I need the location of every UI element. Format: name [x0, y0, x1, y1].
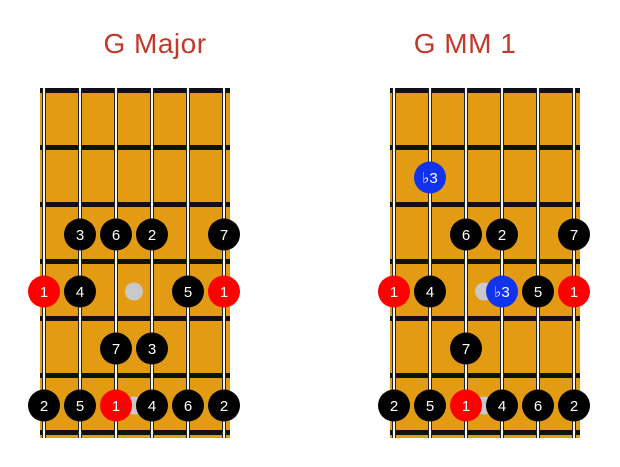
fret-line	[390, 145, 580, 150]
note-dot-black	[558, 218, 590, 251]
fret-line	[390, 202, 580, 207]
note-dot-black	[136, 218, 168, 251]
note-label: ♭3	[494, 284, 509, 301]
note-label: 1	[220, 284, 228, 301]
note-label: 5	[426, 398, 434, 415]
note-label: 2	[40, 398, 48, 415]
note-label: 1	[40, 284, 48, 301]
note-label: 2	[220, 398, 228, 415]
fret-line	[40, 259, 230, 264]
note-dot-black	[378, 389, 410, 422]
note-dot-black	[414, 275, 446, 308]
fret-line	[390, 430, 580, 435]
note-label: ♭3	[422, 170, 437, 187]
string-line	[43, 88, 45, 438]
note-label: 1	[462, 398, 470, 415]
note-label: 2	[390, 398, 398, 415]
note-label: 1	[390, 284, 398, 301]
string-line	[79, 88, 81, 438]
string-line	[429, 88, 431, 438]
note-dot-black	[100, 332, 132, 365]
string-line	[187, 88, 189, 438]
fretboard-g-mm-1: ♭3 6 2 7 1 4 ♭3 5 1 7 2 5 1 4 6 2	[378, 88, 590, 438]
note-dot-black	[486, 218, 518, 251]
fret-line	[40, 373, 230, 378]
string-line	[537, 88, 539, 438]
note-dot-black	[100, 218, 132, 251]
note-label: 1	[570, 284, 578, 301]
fret-line	[390, 88, 580, 93]
note-dot-black	[522, 275, 554, 308]
note-label: 4	[148, 398, 156, 415]
note-dot-black	[208, 389, 240, 422]
note-label: 7	[220, 227, 228, 244]
note-dot-red	[378, 275, 410, 308]
note-dot-red	[208, 275, 240, 308]
note-dot-black	[172, 389, 204, 422]
fret-line	[40, 316, 230, 321]
note-label: 4	[76, 284, 84, 301]
note-dot-red	[558, 275, 590, 308]
note-label: 3	[76, 227, 84, 244]
note-label: 2	[498, 227, 506, 244]
note-dot-black	[450, 332, 482, 365]
note-label: 6	[112, 227, 120, 244]
note-label: 7	[112, 341, 120, 358]
note-label: 5	[534, 284, 542, 301]
fret-line	[390, 316, 580, 321]
fret-position-marker	[125, 282, 143, 301]
note-label: 6	[534, 398, 542, 415]
string-line	[115, 88, 117, 438]
note-label: 5	[184, 284, 192, 301]
note-label: 4	[498, 398, 506, 415]
note-dot-black	[414, 389, 446, 422]
note-dot-black	[486, 389, 518, 422]
note-dot-black	[522, 389, 554, 422]
note-dot-black	[172, 275, 204, 308]
string-line	[151, 88, 153, 438]
note-dot-black	[136, 389, 168, 422]
fret-line	[40, 202, 230, 207]
note-label: 6	[462, 227, 470, 244]
fret-line	[390, 373, 580, 378]
string-line	[223, 88, 225, 438]
note-dot-black	[64, 275, 96, 308]
note-label: 6	[184, 398, 192, 415]
note-dot-red	[100, 389, 132, 422]
note-dot-blue	[414, 161, 446, 194]
fret-line	[40, 430, 230, 435]
note-label: 2	[148, 227, 156, 244]
note-dot-black	[64, 218, 96, 251]
note-label: 3	[148, 341, 156, 358]
note-label: 1	[112, 398, 120, 415]
note-dot-black	[28, 389, 60, 422]
fret-line	[390, 259, 580, 264]
note-dot-black	[136, 332, 168, 365]
fret-line	[40, 88, 230, 93]
fret-line	[40, 145, 230, 150]
note-label: 7	[462, 341, 470, 358]
note-dot-black	[64, 389, 96, 422]
note-label: 4	[426, 284, 434, 301]
note-dot-blue	[486, 275, 518, 308]
note-dot-black	[208, 218, 240, 251]
note-dot-black	[450, 218, 482, 251]
string-line	[393, 88, 395, 438]
note-label: 5	[76, 398, 84, 415]
diagram-title-g-major: G Major	[103, 28, 207, 59]
string-line	[465, 88, 467, 438]
note-label: 7	[570, 227, 578, 244]
string-line	[501, 88, 503, 438]
note-dot-red	[28, 275, 60, 308]
diagram-title-g-mm-1: G MM 1	[413, 28, 517, 59]
string-line	[573, 88, 575, 438]
note-dot-black	[558, 389, 590, 422]
note-label: 2	[570, 398, 578, 415]
note-dot-red	[450, 389, 482, 422]
fretboard-g-major: 3 6 2 7 1 4 5 1 7 3 2 5 1 4 6 2	[28, 88, 240, 438]
